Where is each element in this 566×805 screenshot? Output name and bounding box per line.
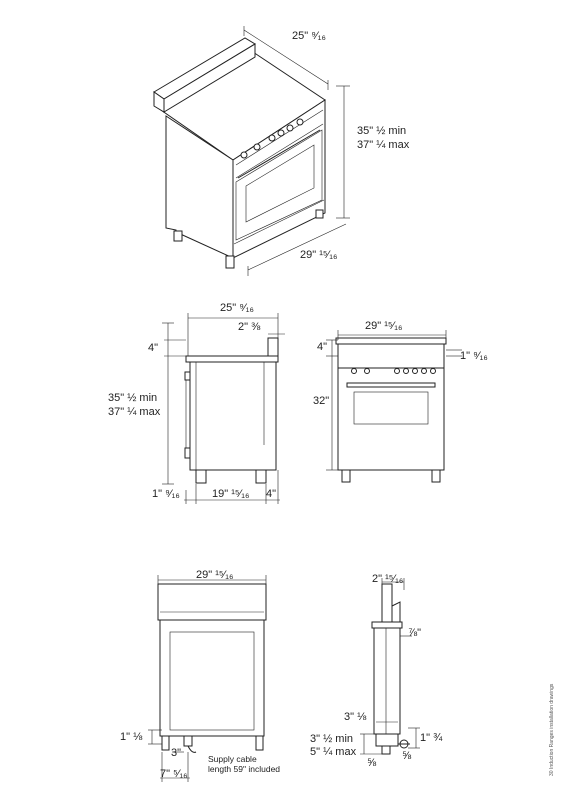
cable-note-line1: Supply cable — [208, 754, 257, 764]
iso-width-label: 25" ⁹⁄₁₆ — [292, 30, 326, 42]
iso-height-min-label: 35" ½ min — [357, 125, 406, 137]
detail-leg-max-label: 5" ¼ max — [310, 746, 357, 758]
back-bottom-offset-label: 7" ⁵⁄₁₆ — [160, 768, 188, 780]
isometric-view — [153, 26, 350, 276]
front-top-offset-label: 4" — [317, 341, 327, 353]
back-cable-offset-label: 3" — [171, 747, 181, 759]
front-width-label: 29" ¹⁵⁄₁₆ — [365, 320, 402, 332]
iso-depth-label: 29" ¹⁵⁄₁₆ — [300, 249, 337, 261]
side-view — [162, 313, 285, 504]
front-panel-label: 1" ⁹⁄₁₆ — [460, 350, 488, 362]
side-foot-offset-label: 1" ⁹⁄₁₆ — [152, 488, 180, 500]
detail-lip-label: ⅞" — [408, 627, 421, 639]
detail-leg-min-label: 3" ½ min — [310, 733, 353, 745]
sheet-caption: 30 Induction Ranges installation drawing… — [549, 683, 555, 776]
back-view — [148, 575, 267, 782]
back-width-label: 29" ¹⁵⁄₁₆ — [196, 569, 233, 581]
detail-foot-width-label: 3" ⅛ — [344, 711, 367, 723]
iso-height-max-label: 37" ¼ max — [357, 139, 410, 151]
front-view — [326, 330, 462, 483]
side-height-min-label: 35" ½ min — [108, 392, 157, 404]
detail-top-label: 2" ¹⁵⁄₁₆ — [372, 573, 403, 585]
detail-side-view — [360, 578, 420, 755]
side-backguard-label: 2" ⅜ — [238, 321, 261, 333]
detail-foot-small2-label: ⅝ — [402, 750, 412, 762]
side-top-offset-label: 4" — [148, 342, 158, 354]
detail-foot-side-label: 1" ¾ — [420, 732, 443, 744]
front-body-height-label: 32" — [313, 395, 329, 407]
side-rear-offset-label: 4" — [266, 488, 276, 500]
side-height-max-label: 37" ¼ max — [108, 406, 161, 418]
cable-note-line2: length 59" included — [208, 764, 280, 774]
back-left-offset-label: 1" ⅛ — [120, 731, 143, 743]
detail-foot-small-label: ⅝ — [367, 757, 377, 769]
side-width-label: 25" ⁹⁄₁₆ — [220, 302, 254, 314]
side-foot-span-label: 19" ¹⁵⁄₁₆ — [212, 488, 249, 500]
